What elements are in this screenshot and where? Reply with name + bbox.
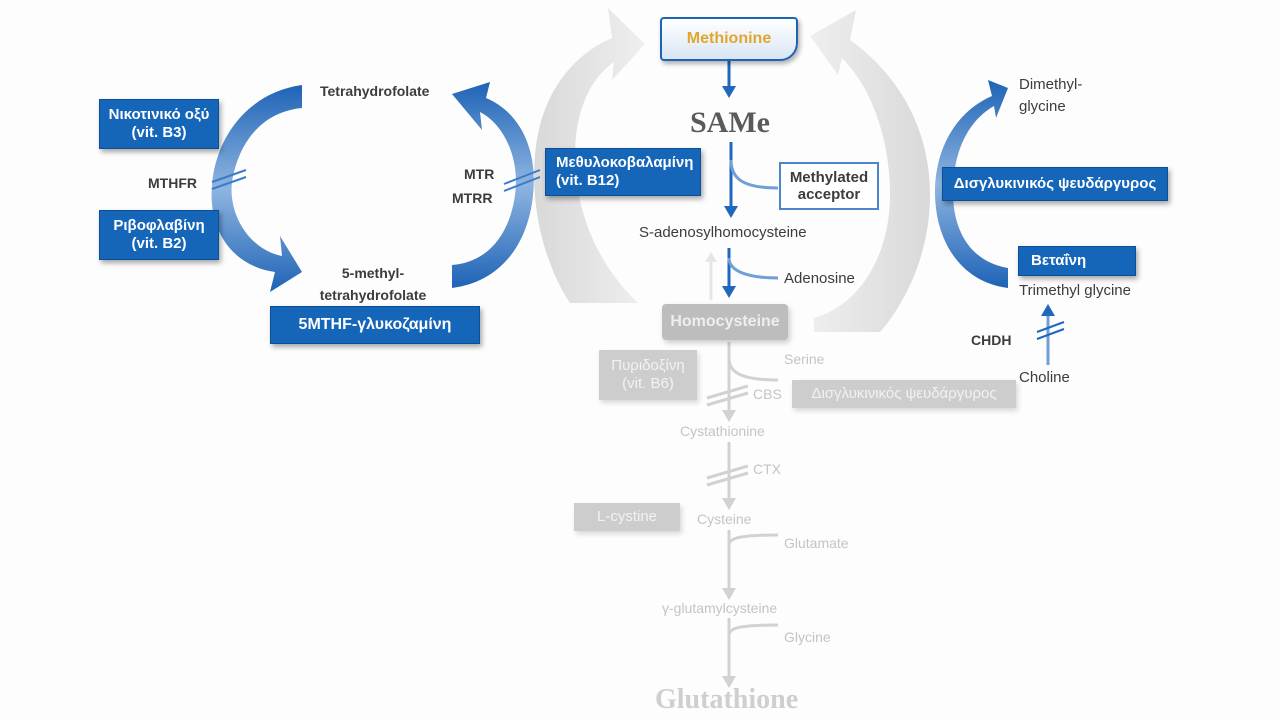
- sah-label: S-adenosylhomocysteine: [639, 224, 807, 241]
- adenosine-label: Adenosine: [784, 270, 855, 287]
- methyl-thf-line2: tetrahydrofolate: [319, 287, 427, 303]
- sah-to-homocysteine-arrow: [705, 248, 779, 300]
- homocysteine-node: Homocysteine: [662, 304, 788, 340]
- pyridoxine-line2: (vit. B6): [622, 375, 674, 392]
- methionine-label: Methionine: [686, 30, 772, 47]
- mtrr-label: MTRR: [452, 190, 493, 206]
- homocysteine-label: Homocysteine: [670, 313, 780, 330]
- methylated-acceptor-node: Methylated acceptor: [779, 162, 879, 210]
- betaine-arc-arrow: [935, 80, 1008, 288]
- riboflavin-line2: (vit. B2): [131, 235, 187, 252]
- methyl-thf-label: 5-methyl- tetrahydrofolate: [308, 262, 438, 306]
- methylcobalamin-supplement-box: Μεθυλοκοβαλαμίνη (vit. B12): [545, 148, 701, 196]
- glycine-label: Glycine: [784, 629, 831, 645]
- pyridoxine-supplement-box: Πυριδοξίνη (vit. B6): [599, 350, 697, 400]
- glutamate-label: Glutamate: [784, 535, 849, 551]
- tetrahydrofolate-label: Tetrahydrofolate: [320, 83, 430, 99]
- niacin-line1: Νικοτινικό οξύ: [108, 106, 210, 123]
- niacin-supplement-box: Νικοτινικό οξύ (vit. B3): [99, 99, 219, 149]
- dimethylglycine-label: Dimethyl- glycine: [1019, 74, 1082, 118]
- chdh-label: CHDH: [971, 332, 1012, 348]
- transsulfuration-arrowheads: [722, 410, 736, 688]
- glutathione-label: Glutathione: [655, 684, 799, 715]
- dimethylglycine-line2: glycine: [1019, 98, 1066, 115]
- riboflavin-supplement-box: Ριβοφλαβίνη (vit. B2): [99, 210, 219, 260]
- right-cycle-arrow: [810, 10, 930, 332]
- mthf-glucosamine-supplement-box: 5MTHF-γλυκοζαμίνη: [270, 306, 480, 344]
- serine-label: Serine: [784, 351, 825, 367]
- left-cycle-arrow: [534, 8, 645, 303]
- methylcobalamin-line2: (vit. B12): [556, 172, 620, 189]
- mthf-glucosamine-label: 5MTHF-γλυκοζαμίνη: [298, 316, 452, 333]
- cysteine-label: Cysteine: [697, 511, 752, 527]
- mthfr-arc-arrow: [211, 85, 302, 292]
- choline-label: Choline: [1019, 369, 1070, 386]
- betaine-label: Βεταΐνη: [1031, 252, 1087, 269]
- zinc-bisglycinate-label: Δισγλυκινικός ψευδάργυρος: [953, 175, 1157, 192]
- zinc-bisglycinate-supplement-box: Δισγλυκινικός ψευδάργυρος: [942, 167, 1168, 201]
- mtr-label: MTR: [464, 166, 495, 182]
- zinc-bisglycinate-2-label: Δισγλυκινικός ψευδάργυρος: [811, 385, 997, 402]
- trimethyl-glycine-label: Trimethyl glycine: [1019, 282, 1131, 299]
- cystathionine-label: Cystathionine: [680, 423, 765, 439]
- l-cystine-label: L-cystine: [596, 508, 658, 525]
- pyridoxine-line1: Πυριδοξίνη: [611, 357, 685, 374]
- l-cystine-supplement-box: L-cystine: [574, 503, 680, 531]
- methylated-acceptor-line2: acceptor: [797, 186, 861, 203]
- cbs-label: CBS: [753, 386, 782, 402]
- transsulfuration-arrows: [706, 342, 779, 678]
- zinc-bisglycinate-2-supplement-box: Δισγλυκινικός ψευδάργυρος: [792, 380, 1016, 408]
- mthfr-label: MTHFR: [148, 175, 197, 191]
- same-label: SAMe: [690, 106, 770, 139]
- riboflavin-line1: Ριβοφλαβίνη: [113, 217, 205, 234]
- niacin-line2: (vit. B3): [131, 124, 187, 141]
- methionine-to-same-arrow: [722, 58, 736, 98]
- same-to-sah-arrow: [724, 142, 779, 218]
- methylcobalamin-line1: Μεθυλοκοβαλαμίνη: [556, 154, 694, 171]
- gamma-glutamylcysteine-label: γ-glutamylcysteine: [662, 600, 778, 616]
- ctx-label: CTX: [753, 461, 781, 477]
- dimethylglycine-line1: Dimethyl-: [1019, 76, 1083, 93]
- methionine-node: Methionine: [660, 17, 798, 61]
- choline-to-tmg-arrow: [1036, 304, 1065, 365]
- mtr-arc-arrow: [452, 82, 534, 288]
- methylated-acceptor-line1: Methylated: [789, 169, 869, 186]
- betaine-supplement-box: Βεταΐνη: [1018, 246, 1136, 276]
- mthfr-double-line: [211, 169, 247, 190]
- methyl-thf-line1: 5-methyl-: [341, 265, 405, 281]
- mtr-double-line: [503, 169, 541, 192]
